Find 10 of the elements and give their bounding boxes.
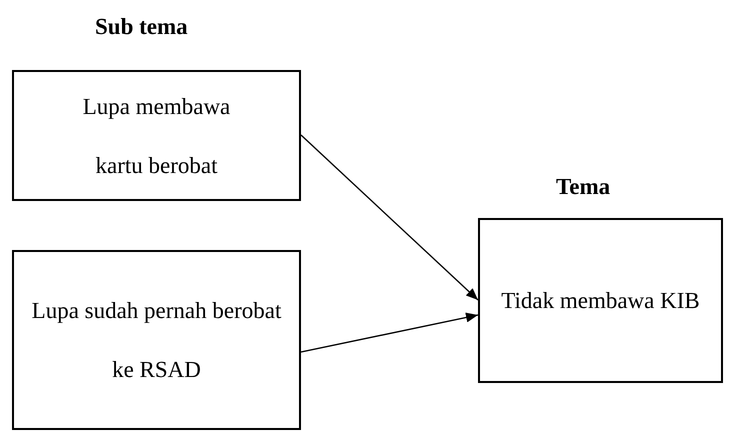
heading: Tema	[556, 174, 610, 200]
box-text: Lupa membawa kartu berobat	[82, 92, 232, 180]
arrow	[300, 134, 478, 300]
text-box	[12, 250, 301, 430]
text-box	[478, 218, 723, 383]
heading: Sub tema	[95, 14, 188, 40]
text-box	[12, 70, 301, 201]
box-text: Tidak membawa KIB	[500, 287, 700, 315]
box-text: Lupa sudah pernah berobat ke RSAD	[30, 297, 282, 384]
arrow	[300, 312, 478, 353]
